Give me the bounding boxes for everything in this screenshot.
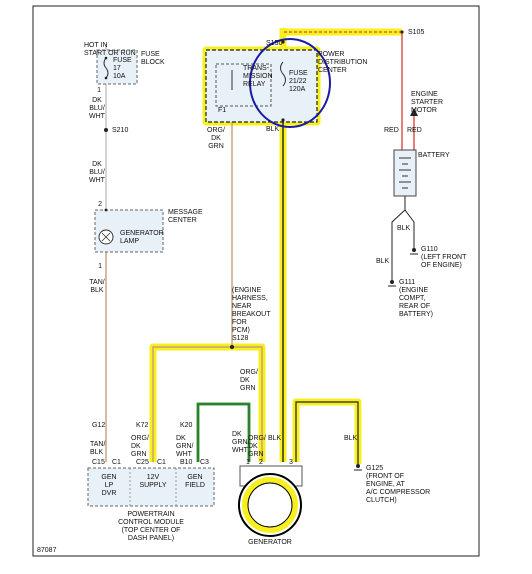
pin-label: C1	[157, 459, 166, 466]
label-figure-id: 87087	[37, 547, 57, 554]
pin-label: 1	[246, 459, 250, 466]
label-red-right: RED	[407, 127, 422, 134]
label-s105: S105	[408, 29, 424, 36]
fuse-block	[96, 49, 138, 85]
blue-annotation-circle	[249, 38, 331, 128]
ground-g111	[388, 280, 396, 287]
transmission-relay-box	[215, 63, 272, 107]
label-s210: S210	[112, 127, 128, 134]
label-k72: K72	[136, 422, 149, 429]
splice-s210	[104, 128, 108, 132]
label-blk-gen: BLK	[268, 435, 282, 442]
label-pin2-lamp: 2	[98, 201, 102, 208]
label-blk-battery: BLK	[397, 225, 411, 232]
battery	[393, 149, 417, 197]
label-red-left: RED	[384, 127, 399, 134]
powertrain-control-module	[87, 467, 215, 507]
label-s150: S150	[266, 40, 282, 47]
pin-label: C25	[136, 459, 149, 466]
label-f1: F1	[218, 107, 226, 114]
power-distribution-center	[205, 30, 404, 123]
label-k20: K20	[180, 422, 193, 429]
label-wire-blk-pdc: BLK	[266, 126, 280, 133]
pin-label: B10	[180, 459, 193, 466]
wires	[105, 31, 415, 464]
pin-label: 3	[289, 459, 293, 466]
pin-label: C3	[200, 459, 209, 466]
label-blk-left: BLK	[376, 258, 390, 265]
label-generator: GENERATOR	[248, 539, 292, 546]
pin-label: C15	[92, 459, 105, 466]
pin-label: C1	[112, 459, 121, 466]
label-wire-tan-blk-bottom: TAN/BLK	[90, 441, 105, 456]
label-wire-tan-blk: TAN/BLK	[89, 279, 104, 294]
ground-g110	[410, 248, 418, 255]
generator	[238, 465, 303, 537]
label-pin1-top: 1	[97, 87, 101, 94]
pin-label: 2	[259, 459, 263, 466]
label-battery: BATTERY	[418, 152, 450, 159]
label-g12: G12	[92, 422, 105, 429]
label-pin1-lamp: 1	[98, 263, 102, 270]
message-center	[94, 208, 164, 253]
splice-s128	[230, 345, 234, 349]
starter-motor-arrow	[410, 108, 418, 116]
ground-g125	[354, 464, 362, 471]
label-blk-ground: BLK	[344, 435, 358, 442]
